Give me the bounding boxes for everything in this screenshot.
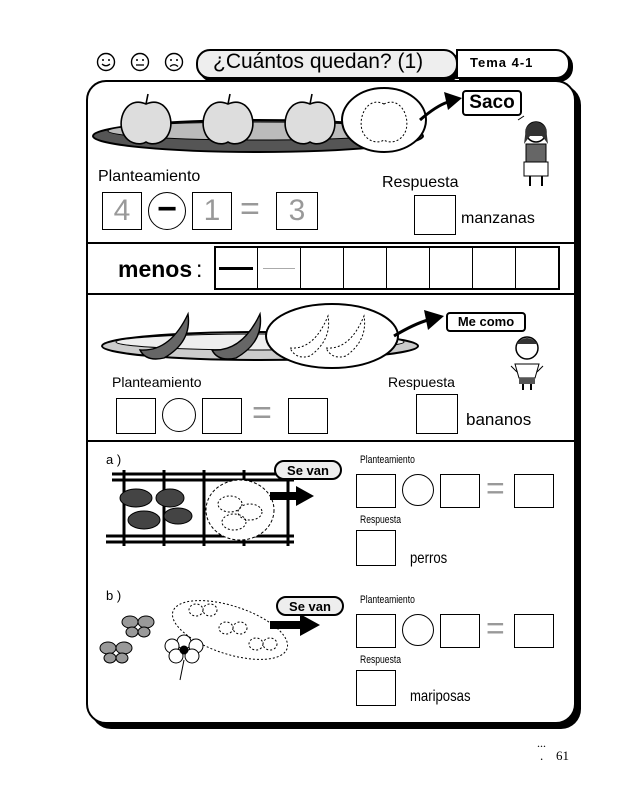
item-letter: b )	[106, 588, 122, 603]
dogs-fence-illustration	[106, 470, 294, 546]
title-banner	[196, 49, 458, 79]
grid-divider	[472, 246, 473, 290]
equation-box[interactable]	[514, 614, 554, 648]
arrow-icon	[393, 310, 444, 338]
saco-speech-bubble: Saco	[462, 90, 522, 116]
footer-dot: .	[540, 748, 544, 763]
equation-box-minuend: 4	[102, 192, 142, 230]
planteamiento-label: Planteamiento	[360, 594, 415, 606]
apple-plate-illustration	[92, 87, 427, 153]
equals-sign: =	[486, 610, 505, 646]
equation-box[interactable]	[440, 614, 480, 648]
operator-circle: −	[148, 192, 186, 230]
minus-trace-guide	[263, 268, 295, 269]
divider	[86, 440, 576, 442]
neutral-face-icon	[130, 52, 150, 72]
unit-label: bananos	[466, 410, 532, 429]
grid-divider	[343, 246, 344, 290]
answer-box[interactable]	[356, 670, 396, 706]
planteamiento-label: Planteamiento	[112, 374, 202, 390]
happy-face-icon	[96, 52, 116, 72]
equation-box[interactable]	[440, 474, 480, 508]
banana-plate-illustration	[101, 303, 419, 369]
respuesta-label: Respuesta	[360, 654, 402, 666]
respuesta-label: Respuesta	[360, 514, 402, 526]
answer-box[interactable]	[416, 394, 458, 434]
grid-divider	[429, 246, 430, 290]
operator-circle[interactable]	[402, 474, 434, 506]
se-van-badge: Se van	[274, 460, 342, 480]
grid-divider	[515, 246, 516, 290]
equation-box[interactable]	[202, 398, 242, 434]
tema-banner	[456, 49, 570, 79]
arrow-icon	[270, 486, 314, 506]
sad-face-icon	[164, 52, 184, 72]
page-number: 61	[556, 748, 569, 763]
se-van-badge: Se van	[276, 596, 344, 616]
unit-label: manzanas	[461, 210, 535, 227]
me-como-speech-bubble: Me como	[446, 312, 526, 332]
answer-box[interactable]	[414, 195, 456, 235]
equals-sign: =	[252, 394, 272, 432]
footer-dots: ...	[537, 736, 546, 750]
equals-sign: =	[240, 190, 260, 228]
item-letter: a )	[106, 452, 122, 467]
tema-label: Tema 4-1	[470, 55, 534, 70]
planteamiento-label: Planteamiento	[360, 454, 415, 466]
boy-figure-icon	[510, 336, 544, 390]
butterflies-illustration	[99, 600, 289, 681]
arrow-icon	[270, 614, 320, 636]
girl-figure-icon	[517, 115, 549, 186]
equation-box-subtrahend: 1	[192, 192, 232, 230]
grid-divider	[386, 246, 387, 290]
answer-box[interactable]	[356, 530, 396, 566]
grid-divider	[257, 246, 258, 290]
respuesta-label: Respuesta	[382, 174, 459, 191]
menos-colon: :	[196, 256, 203, 282]
equation-box[interactable]	[288, 398, 328, 434]
equals-sign: =	[486, 470, 505, 506]
respuesta-label: Respuesta	[388, 374, 455, 390]
operator-circle[interactable]	[402, 614, 434, 646]
unit-label: perros	[410, 550, 448, 567]
menos-label: menos	[118, 256, 193, 282]
equation-box[interactable]	[514, 474, 554, 508]
equation-box-result: 3	[276, 192, 318, 230]
arrow-icon	[419, 92, 462, 122]
operator-circle[interactable]	[162, 398, 196, 432]
page-title: ¿Cuántos quedan? (1)	[213, 50, 424, 73]
equation-box[interactable]	[356, 474, 396, 508]
equation-box[interactable]	[116, 398, 156, 434]
divider	[86, 242, 576, 244]
unit-label: mariposas	[410, 688, 471, 705]
equation-box[interactable]	[356, 614, 396, 648]
grid-divider	[300, 246, 301, 290]
planteamiento-label: Planteamiento	[98, 168, 201, 185]
divider	[86, 293, 576, 295]
minus-trace-example	[219, 267, 253, 270]
